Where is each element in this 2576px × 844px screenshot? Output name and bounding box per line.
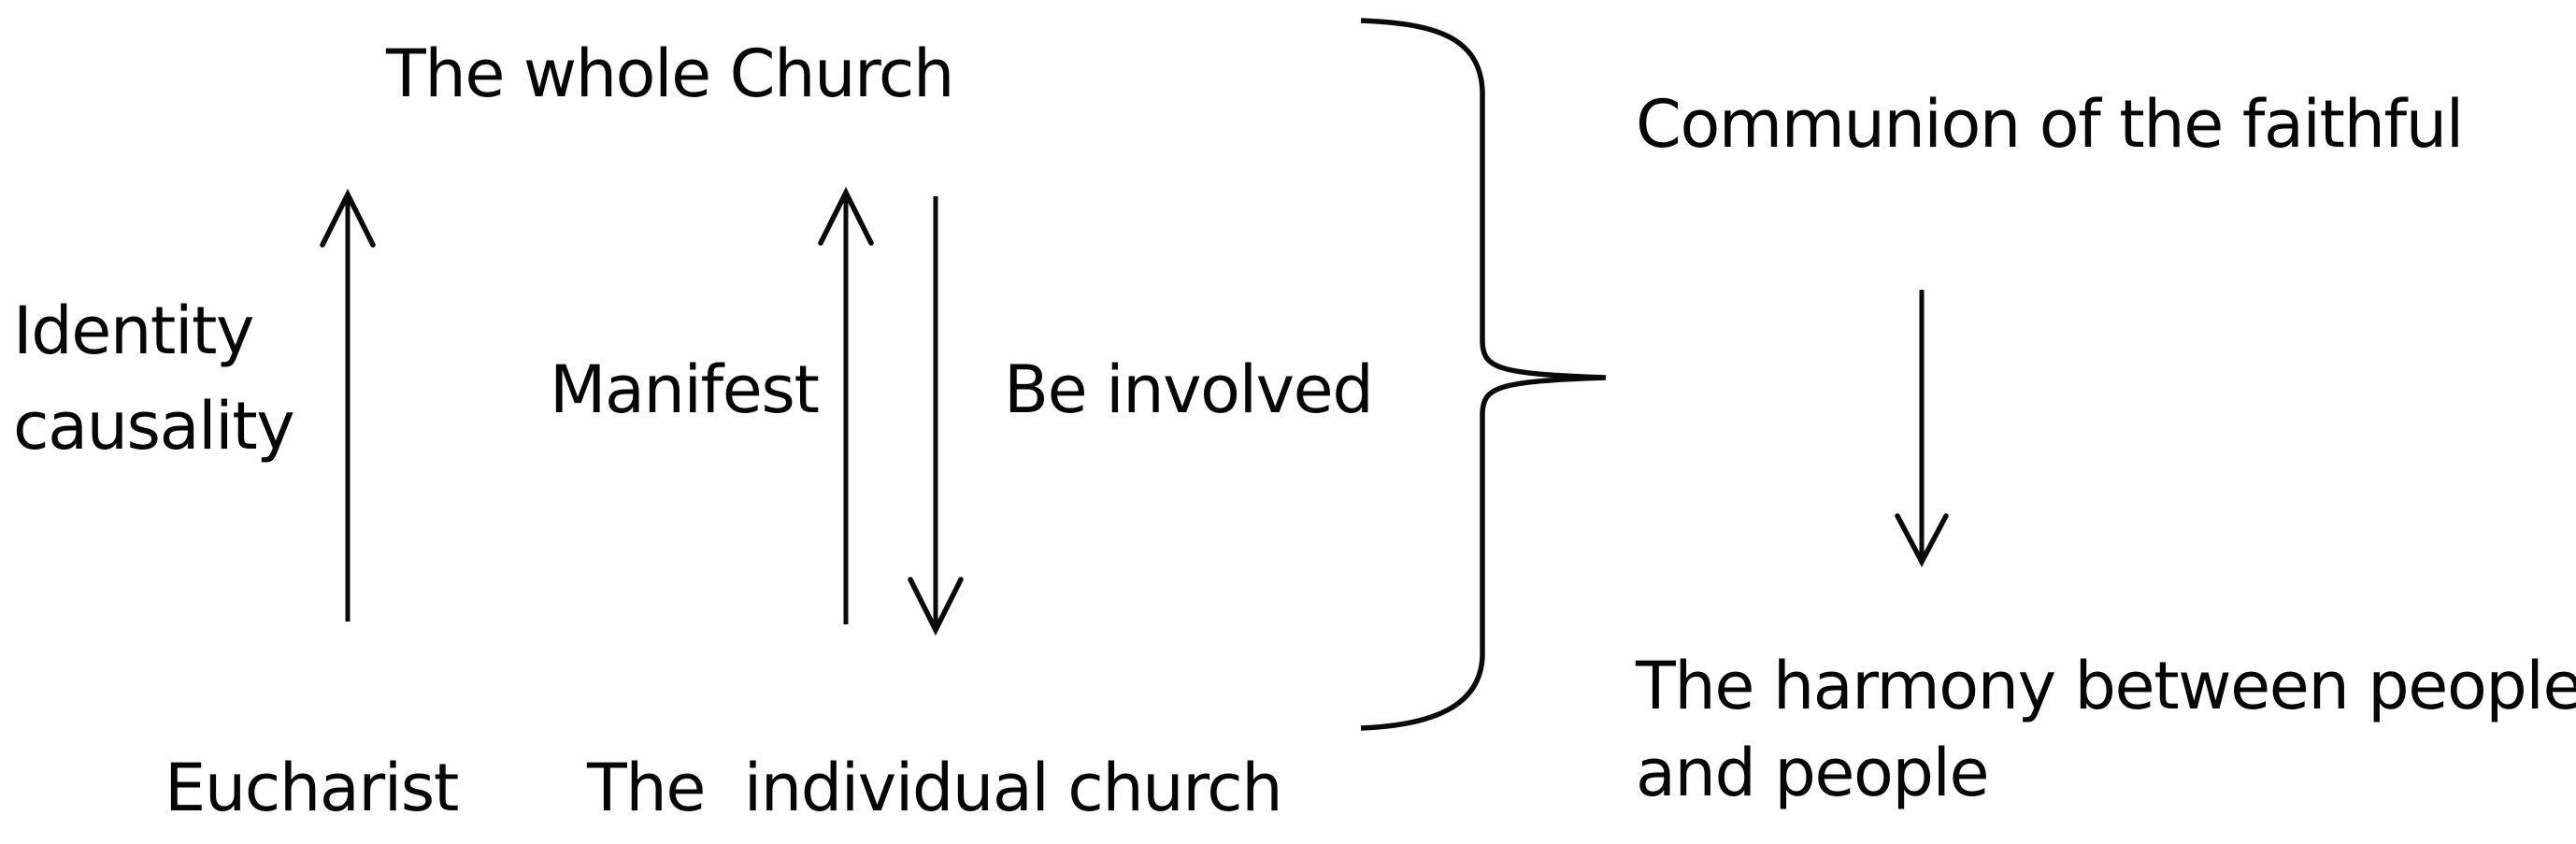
node-harmony-between-people: The harmony between people and people bbox=[1636, 648, 2576, 812]
node-individual-church: The individual church bbox=[587, 750, 1283, 826]
node-communion-of-the-faithful: Communion of the faithful bbox=[1636, 86, 2464, 163]
node-eucharist: Eucharist bbox=[165, 750, 459, 826]
curly-brace-icon bbox=[1360, 18, 1607, 731]
be-involved-arrow bbox=[908, 196, 964, 637]
arrow-label-be-involved: Be involved bbox=[1004, 351, 1374, 428]
node-whole-church: The whole Church bbox=[386, 36, 954, 112]
arrow-label-identity-causality: Identity causality bbox=[13, 293, 295, 465]
manifest-arrow bbox=[818, 186, 874, 624]
arrow-label-manifest: Manifest bbox=[550, 351, 820, 428]
identity-causality-arrow bbox=[320, 188, 376, 622]
communion-to-harmony-arrow bbox=[1895, 290, 1949, 567]
